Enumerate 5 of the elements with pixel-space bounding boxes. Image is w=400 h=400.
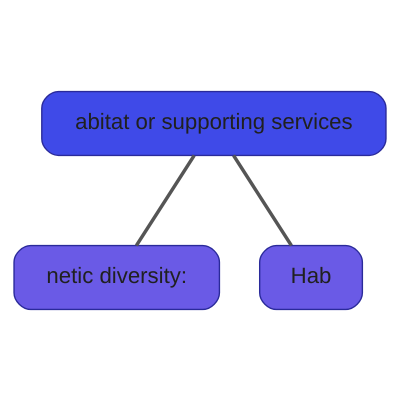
node-box: netic diversity: bbox=[13, 244, 220, 310]
node-box: abitat or supporting services bbox=[41, 90, 387, 156]
connector bbox=[134, 154, 196, 246]
node-box: Hab bbox=[258, 244, 364, 310]
connector bbox=[232, 154, 293, 246]
